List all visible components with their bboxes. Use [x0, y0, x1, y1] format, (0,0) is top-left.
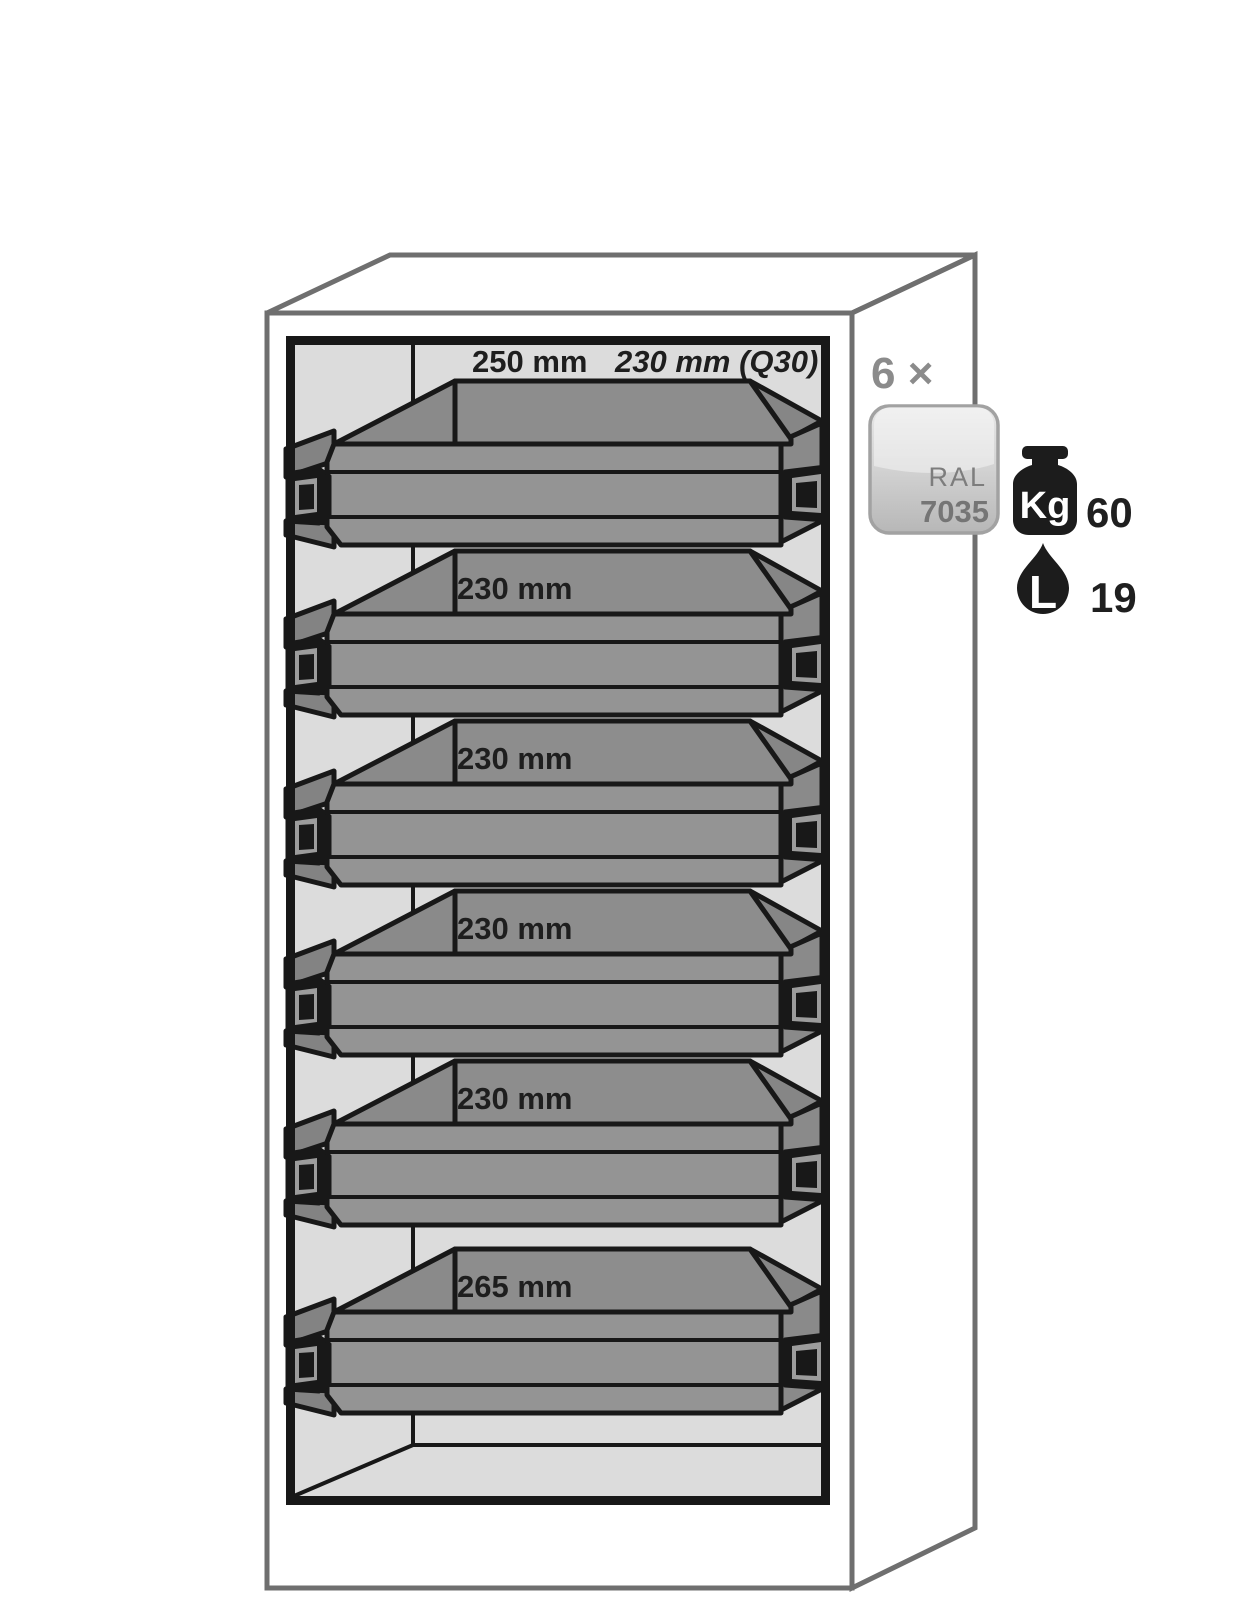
volume-spec: L 19 [1017, 543, 1137, 621]
header-depth-q30-label: 230 mm (Q30) [614, 344, 818, 379]
drawer-6-label: 265 mm [457, 1269, 572, 1304]
interior-frame-border [286, 336, 830, 1505]
weight-kg-icon [1013, 446, 1077, 535]
quantity-label: 6 × [871, 349, 933, 398]
weight-value: 60 [1086, 489, 1133, 536]
drawer-3-label: 230 mm [457, 741, 572, 776]
volume-unit-glyph: L [1029, 566, 1057, 618]
interior-floor-lines [293, 1443, 821, 1498]
weight-unit-glyph: Kg [1020, 485, 1071, 527]
liters-drop-icon [1017, 543, 1069, 614]
badge-gloss [874, 407, 994, 473]
volume-value: 19 [1090, 574, 1137, 621]
drawer-5-label: 230 mm [457, 1081, 572, 1116]
badge-series-label: RAL [928, 462, 987, 492]
badge-code-label: 7035 [920, 494, 989, 529]
drawer-2-label: 230 mm [457, 571, 572, 606]
ral-7035-badge: RAL 7035 [868, 404, 1000, 535]
load-capacity-spec: Kg 60 [1013, 446, 1133, 536]
header-depth-label: 250 mm [472, 344, 587, 379]
drawer-4-label: 230 mm [457, 911, 572, 946]
